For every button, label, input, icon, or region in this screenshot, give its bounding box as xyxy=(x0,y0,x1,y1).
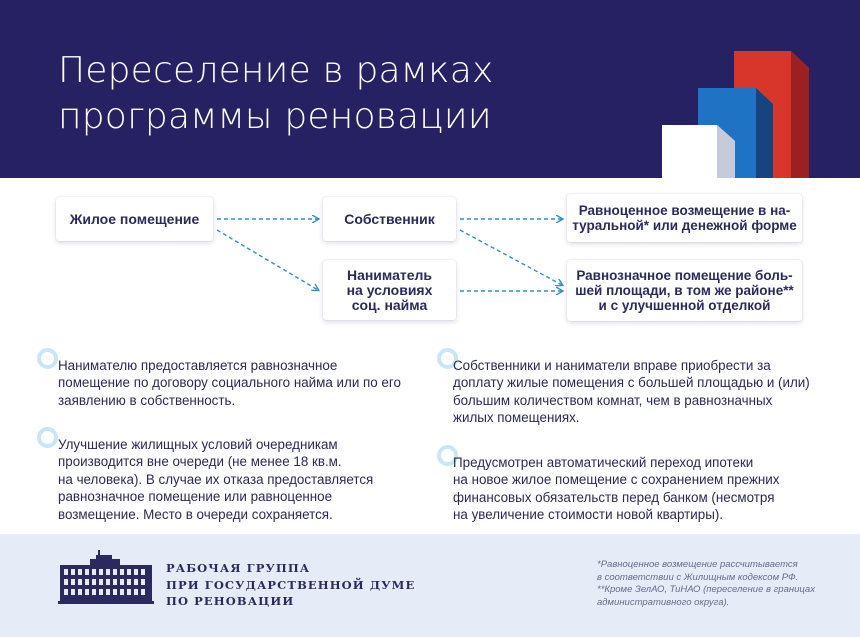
note-line: финансовых обязательств перед банком (не… xyxy=(453,489,775,505)
note-right-2: Предусмотрен автоматический переход ипот… xyxy=(453,454,779,524)
state-duma-building-icon xyxy=(58,550,154,604)
note-right-1: Собственники и наниматели вправе приобре… xyxy=(453,357,810,427)
note-line: помещение по договору социального найма … xyxy=(58,375,401,391)
flow-compensation-line: Равноценное возмещение в на- xyxy=(578,203,791,218)
bullet-ring-icon xyxy=(437,348,458,369)
arrow-owner-to-premises xyxy=(459,229,562,285)
note-left-2: Улучшение жилищных условий очередникам п… xyxy=(58,436,373,523)
note-line: равнозначное помещение или равноценное xyxy=(58,489,333,505)
flow-tenant-line: соц. найма xyxy=(351,296,428,313)
note-line: Улучшение жилищных условий очередникам xyxy=(58,437,338,452)
flow-box-tenant: Наниматель на условиях соц. найма xyxy=(323,260,456,320)
arrow-source-to-tenant xyxy=(216,229,318,290)
page-title: Переселение в рамках программы реновации xyxy=(58,48,494,140)
flow-compensation-line: туральной* или денежной форме xyxy=(572,218,797,233)
note-line: заявлению в собственность. xyxy=(58,392,236,408)
footnote-line: административного округа). xyxy=(597,596,730,608)
flow-tenant-line: Наниматель xyxy=(346,266,433,283)
tricolor-bars-graphic xyxy=(662,51,809,178)
flow-owner-label: Собственник xyxy=(344,210,435,227)
department-line: ПО РЕНОВАЦИИ xyxy=(166,594,295,608)
bullet-ring-icon xyxy=(37,427,58,448)
flow-premises-line: шей площади, в том же районе** xyxy=(575,283,794,298)
bullet-ring-icon xyxy=(37,348,58,369)
footnotes: *Равноценное возмещение рассчитывается в… xyxy=(597,559,815,609)
department-line: ПРИ ГОСУДАРСТВЕННОЙ ДУМЕ xyxy=(166,577,416,592)
footnote-line: *Равноценное возмещение рассчитывается xyxy=(597,559,798,570)
department-name: РАБОЧАЯ ГРУППА ПРИ ГОСУДАРСТВЕННОЙ ДУМЕ … xyxy=(166,560,415,610)
header-banner: Переселение в рамках программы реновации xyxy=(0,0,860,178)
flow-premises-line: и с улучшенной отделкой xyxy=(598,298,771,313)
footnote-line: в соответствии с Жилищным кодексом РФ. xyxy=(597,571,799,583)
note-line: возмещение. Место в очереди сохраняется. xyxy=(58,506,333,522)
flow-box-source: Жилое помещение xyxy=(56,197,213,241)
note-line: Нанимателю предоставляется равнозначное xyxy=(58,358,338,373)
bullet-ring-icon xyxy=(437,445,458,466)
department-line: РАБОЧАЯ ГРУППА xyxy=(166,561,311,575)
flow-box-premises: Равнозначное помещение боль- шей площади… xyxy=(567,260,802,321)
flow-premises-line: Равнозначное помещение боль- xyxy=(576,268,793,283)
note-left-1: Нанимателю предоставляется равнозначное … xyxy=(58,357,401,409)
note-line: производится вне очереди (не менее 18 кв… xyxy=(58,454,342,470)
flow-tenant-line: на условиях xyxy=(346,281,433,298)
title-line: Переселение в рамках xyxy=(58,50,494,91)
flow-box-compensation: Равноценное возмещение в на- туральной* … xyxy=(567,194,802,242)
note-line: Предусмотрен автоматический переход ипот… xyxy=(453,455,754,470)
flow-box-owner: Собственник xyxy=(323,197,456,241)
note-line: на увеличение стоимости новой квартиры). xyxy=(453,507,724,523)
note-line: жилых помещениях. xyxy=(453,410,580,426)
note-line: на новое жилое помещение с сохранением п… xyxy=(453,472,780,488)
note-line: на человека). В случае их отказа предост… xyxy=(58,471,374,487)
note-line: Собственники и наниматели вправе приобре… xyxy=(453,358,771,373)
title-line: программы реновации xyxy=(58,96,492,137)
footnote-line: **Кроме ЗелАО, ТиНАО (переселение в гран… xyxy=(597,584,815,596)
note-line: большим количеством комнат, чем в равноз… xyxy=(453,392,773,408)
note-line: доплату жилые помещения с большей площад… xyxy=(453,375,810,391)
flow-source-label: Жилое помещение xyxy=(69,210,200,227)
